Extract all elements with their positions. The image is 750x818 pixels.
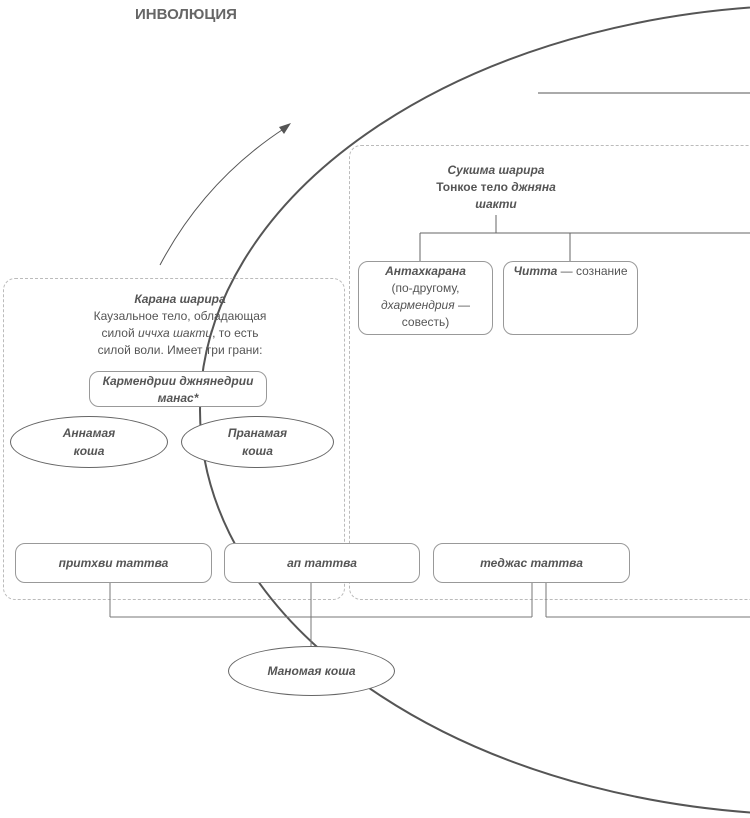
tattva-ap: ап таттва: [224, 543, 420, 583]
arrow-head: [279, 123, 291, 134]
involution-ellipse: [199, 6, 750, 814]
tattva-prithvi: притхви таттва: [15, 543, 212, 583]
antahkarana-box: Антахкарана (по-другому, дхармендрия — с…: [358, 261, 493, 335]
tattva-tejas: теджас таттва: [433, 543, 630, 583]
karana-group: [3, 278, 345, 600]
manomaya-kosha: Маномая коша: [228, 646, 395, 696]
page-title: ИНВОЛЮЦИЯ: [135, 6, 237, 23]
arrow-curve: [159, 127, 286, 266]
sukshma-description: Сукшма шарира Тонкое тело джняна шакти: [436, 163, 556, 211]
karana-description: Карана шарира Каузальное тело, обладающа…: [93, 292, 267, 357]
chitta-box: Читта — сознание: [503, 261, 638, 335]
sukshma-group: [349, 145, 750, 600]
